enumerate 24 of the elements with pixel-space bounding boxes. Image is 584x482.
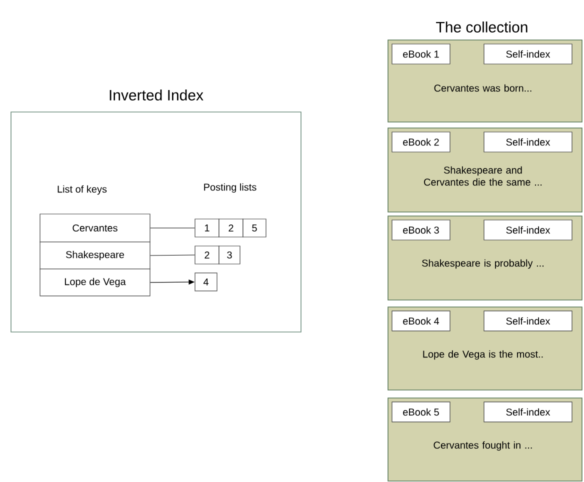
ebook-tag: eBook 3 bbox=[392, 220, 450, 240]
posting-cell: 5 bbox=[242, 218, 266, 238]
ebook-tag: eBook 5 bbox=[392, 402, 450, 422]
posting-cell: 3 bbox=[218, 246, 240, 264]
section-title: The collection bbox=[436, 21, 528, 32]
panel-title: Inverted Index bbox=[110, 89, 204, 100]
key-cell: Shakespeare bbox=[40, 242, 150, 270]
self-index-tag: Self-index bbox=[484, 44, 572, 64]
column-heading: List of keys bbox=[58, 185, 107, 195]
self-index-tag: Self-index bbox=[484, 402, 572, 422]
posting-cell: 2 bbox=[194, 246, 220, 264]
self-index-tag: Self-index bbox=[484, 220, 572, 240]
connector bbox=[150, 254, 195, 256]
ebook-tag: eBook 4 bbox=[392, 310, 450, 332]
posting-cell: 4 bbox=[194, 272, 218, 292]
self-index-tag: Self-index bbox=[484, 310, 572, 332]
ebook-tag: eBook 1 bbox=[392, 44, 450, 64]
posting-cell: 2 bbox=[218, 218, 244, 238]
column-heading: Posting lists bbox=[204, 183, 256, 193]
self-index-tag: Self-index bbox=[484, 132, 572, 152]
key-cell: Lope de Vega bbox=[40, 268, 150, 296]
posting-cell: 1 bbox=[194, 218, 220, 238]
ebook-tag: eBook 2 bbox=[392, 132, 450, 152]
key-cell: Cervantes bbox=[40, 214, 150, 242]
